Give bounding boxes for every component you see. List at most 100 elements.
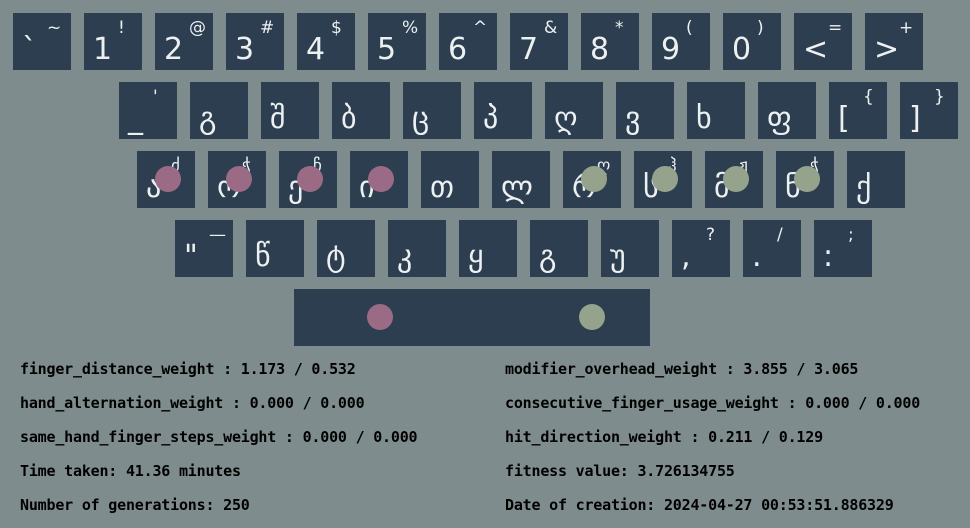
key-shift-char: ჭ — [810, 156, 819, 176]
key: შ — [261, 82, 319, 139]
key-shift-char: } — [934, 87, 945, 107]
key-shift-char: ( — [686, 18, 693, 38]
key: ფ — [758, 82, 816, 139]
stat-number-of-generations: Number of generations: 250 — [20, 496, 250, 514]
key: წ — [246, 220, 304, 277]
key-shift-char: = — [828, 18, 843, 38]
key: `~ — [13, 13, 71, 70]
key-shift-char: ~ — [47, 18, 62, 38]
key: 7& — [510, 13, 568, 70]
stat-fitness-value: fitness value: 3.726134755 — [505, 462, 735, 480]
stat-hand-alternation-weight: hand_alternation_weight : 0.000 / 0.000 — [20, 394, 365, 412]
key-main-char: : — [823, 239, 834, 274]
right-hand-home-marker — [794, 166, 820, 192]
right-hand-home-marker — [652, 166, 678, 192]
right-thumb-marker — [579, 304, 605, 330]
key: 9( — [652, 13, 710, 70]
key-main-char: 8 — [590, 32, 610, 67]
key-main-char: 5 — [377, 32, 397, 67]
key: 5% — [368, 13, 426, 70]
key-main-char: 0 — [732, 32, 752, 67]
key: გ — [190, 82, 248, 139]
key-shift-char: ? — [706, 225, 716, 245]
key-shift-char: { — [863, 87, 874, 107]
key: უ — [601, 220, 659, 277]
key-main-char: ყ — [468, 239, 484, 274]
key: 4$ — [297, 13, 355, 70]
key: 8* — [581, 13, 639, 70]
key-main-char: ღ — [554, 101, 578, 136]
right-hand-home-marker — [723, 166, 749, 192]
key-shift-char: ჟ — [739, 156, 748, 176]
key-shift-char: $ — [331, 18, 342, 38]
key-shift-char: ) — [757, 18, 764, 38]
key-main-char: 3 — [235, 32, 255, 67]
left-hand-home-marker — [297, 166, 323, 192]
key-main-char: , — [681, 239, 691, 274]
key: ლ — [492, 151, 550, 208]
key-shift-char: ; — [848, 225, 854, 245]
key-main-char: ქ — [856, 170, 872, 205]
key-shift-char: ჭ — [242, 156, 251, 176]
key-shift-char: & — [544, 18, 558, 38]
key: 0) — [723, 13, 781, 70]
key: ბ — [332, 82, 390, 139]
key-shift-char: / — [777, 225, 783, 245]
key: ც — [403, 82, 461, 139]
key-main-char: შ — [270, 101, 286, 136]
key: ტ — [317, 220, 375, 277]
key: :; — [814, 220, 872, 277]
stat-finger-distance-weight: finger_distance_weight : 1.173 / 0.532 — [20, 360, 356, 378]
key-main-char: 7 — [519, 32, 539, 67]
key-main-char: ხ — [696, 101, 712, 136]
key-main-char: ` — [22, 32, 37, 67]
key-main-char: თ — [430, 170, 455, 205]
key-main-char: გ — [539, 239, 557, 274]
key: პ — [474, 82, 532, 139]
key: 6^ — [439, 13, 497, 70]
key: 3# — [226, 13, 284, 70]
stat-hit-direction-weight: hit_direction_weight : 0.211 / 0.129 — [505, 428, 823, 446]
left-hand-home-marker — [368, 166, 394, 192]
key: ყ — [459, 220, 517, 277]
key-shift-char: ' — [153, 87, 158, 107]
key-main-char: წ — [255, 239, 271, 274]
key-main-char: ფ — [767, 101, 792, 136]
stat-date-of-creation: Date of creation: 2024-04-27 00:53:51.88… — [505, 496, 894, 514]
key: 2@ — [155, 13, 213, 70]
key-main-char: უ — [610, 239, 626, 274]
key-main-char: 2 — [164, 32, 184, 67]
key: <= — [794, 13, 852, 70]
key: ./ — [743, 220, 801, 277]
key: "— — [175, 220, 233, 277]
spacebar-key — [294, 289, 650, 346]
key-shift-char: ძ — [171, 156, 180, 176]
key-main-char: _ — [128, 101, 143, 136]
key-main-char: 9 — [661, 32, 681, 67]
key: [{ — [829, 82, 887, 139]
key-shift-char: @ — [189, 18, 206, 38]
key: ღ — [545, 82, 603, 139]
key-shift-char: ჰ — [668, 156, 677, 176]
key: გ — [530, 220, 588, 277]
key-main-char: 1 — [93, 32, 113, 67]
stat-consecutive-finger-usage-weight: consecutive_finger_usage_weight : 0.000 … — [505, 394, 921, 412]
key-main-char: ] — [909, 101, 921, 136]
key: ქ — [847, 151, 905, 208]
key-main-char: ბ — [341, 101, 357, 136]
key-main-char: გ — [199, 101, 217, 136]
right-hand-home-marker — [581, 166, 607, 192]
key: ხ — [687, 82, 745, 139]
key-shift-char: + — [899, 18, 914, 38]
key: >+ — [865, 13, 923, 70]
key-main-char: ც — [412, 101, 430, 136]
key: ,? — [672, 220, 730, 277]
key-shift-char: ! — [118, 18, 125, 38]
left-hand-home-marker — [155, 166, 181, 192]
key: 1! — [84, 13, 142, 70]
